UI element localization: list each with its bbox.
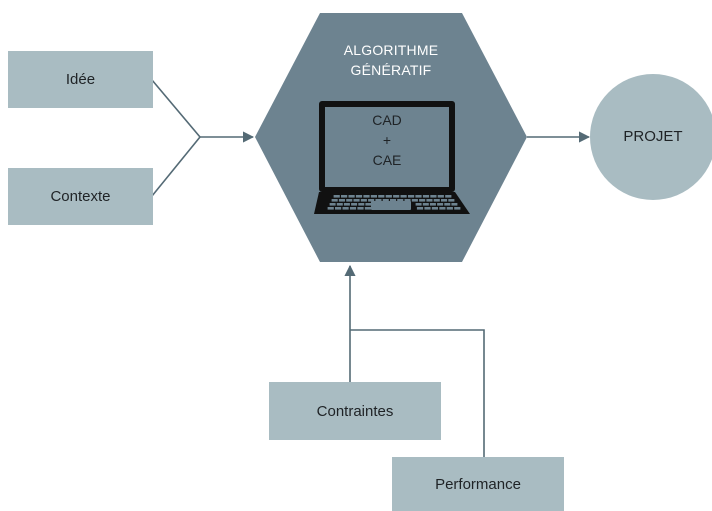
left-connectors [151, 79, 255, 197]
keyboard-key [437, 203, 444, 206]
keyboard-key [419, 199, 426, 202]
keyboard-key [335, 207, 342, 210]
keyboard-key [416, 207, 424, 210]
keyboard-key [333, 195, 340, 198]
keyboard-key [397, 199, 404, 202]
laptop-screen-text: CAD + CAE [325, 110, 449, 170]
screen-line-plus: + [382, 132, 392, 148]
keyboard-key [357, 207, 364, 210]
keyboard-key [422, 203, 429, 206]
keyboard-key [422, 195, 430, 198]
keyboard-key [353, 199, 360, 202]
keyboard-key [431, 207, 438, 210]
keyboard-key [411, 199, 418, 202]
keyboard-key [341, 195, 348, 198]
context-label: Contexte [50, 188, 111, 205]
keyboard-key [349, 207, 357, 210]
screen-line-cae: CAE [372, 152, 402, 168]
keyboard-key [346, 199, 353, 202]
keyboard-key [375, 199, 382, 202]
keyboard-key [433, 199, 440, 202]
keyboard-key [385, 195, 392, 198]
context-box: Contexte [8, 168, 153, 225]
keyboard-key [448, 199, 455, 202]
idea-label: Idée [65, 71, 96, 88]
keyboard-key [358, 203, 365, 206]
keyboard-key [365, 203, 372, 206]
keyboard-key [430, 195, 437, 198]
keyboard-key [360, 199, 367, 202]
keyboard-key [404, 199, 411, 202]
keyboard-key [444, 203, 451, 206]
keyboard-key [451, 203, 458, 206]
bottom-connectors [344, 264, 485, 457]
algorithm-title: ALGORITHME GÉNÉRATIF [320, 40, 462, 80]
keyboard-key [424, 207, 431, 210]
keyboard-key [454, 207, 461, 210]
constraints-label: Contraintes [316, 402, 394, 420]
project-label: PROJET [623, 128, 683, 145]
screen-line-cad: CAD [372, 112, 402, 128]
performance-label: Performance [435, 475, 521, 493]
keyboard-key [327, 207, 334, 210]
algorithm-title-line-2: GÉNÉRATIF [350, 62, 432, 78]
algorithm-title-line-1: ALGORITHME [343, 42, 439, 58]
keyboard-key [390, 199, 397, 202]
keyboard-key [426, 199, 433, 202]
keyboard-key [363, 195, 370, 198]
keyboard-key [368, 199, 375, 202]
keyboard-key [331, 199, 338, 202]
keyboard-key [437, 195, 444, 198]
keyboard-key [378, 195, 385, 198]
keyboard-key [338, 199, 345, 202]
keyboard-key [393, 195, 400, 198]
performance-box: Performance [392, 457, 564, 511]
keyboard-key [445, 195, 452, 198]
keyboard-key [364, 207, 371, 210]
keyboard-key [400, 195, 407, 198]
keyboard-key [348, 195, 355, 198]
keyboard-key [351, 203, 358, 206]
keyboard-key [343, 203, 350, 206]
keyboard-key [441, 199, 448, 202]
keyboard-key [408, 195, 415, 198]
keyboard-key [415, 203, 422, 206]
keyboard-key [329, 203, 336, 206]
keyboard-key [446, 207, 453, 210]
keyboard-key [370, 195, 377, 198]
constraints-box: Contraintes [269, 382, 441, 440]
keyboard-key [382, 199, 389, 202]
keyboard-key [429, 203, 436, 206]
laptop-keyboard [327, 195, 461, 210]
idea-box: Idée [8, 51, 153, 108]
keyboard-key [439, 207, 446, 210]
keyboard-key [355, 195, 363, 198]
keyboard-key [336, 203, 343, 206]
keyboard-key [415, 195, 422, 198]
laptop-icon [314, 101, 470, 214]
keyboard-key [342, 207, 349, 210]
project-circle [590, 74, 712, 200]
